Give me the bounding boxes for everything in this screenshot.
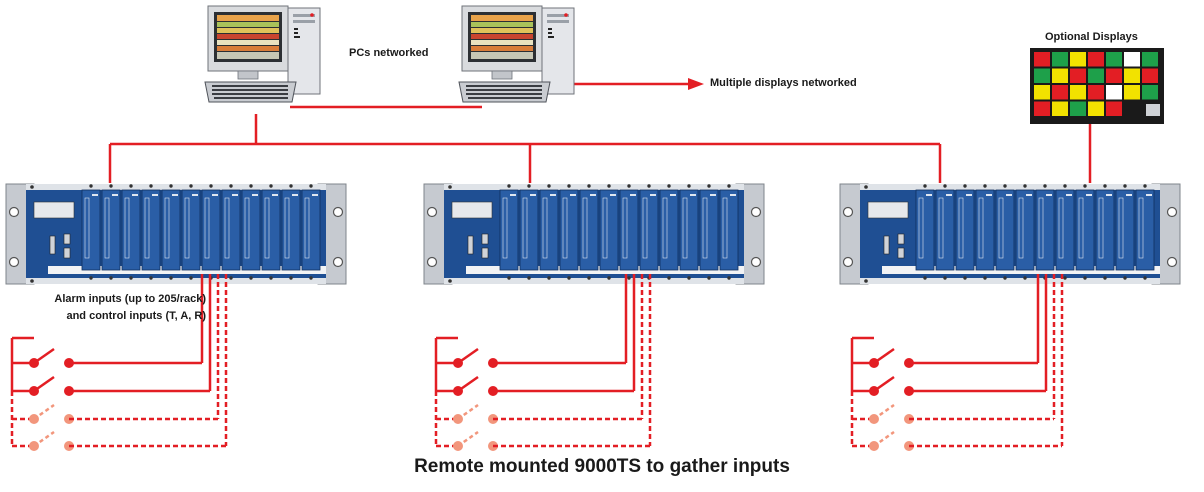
input-switch <box>867 347 916 370</box>
display-cell <box>1052 85 1068 100</box>
display-cell <box>1052 52 1068 67</box>
input-wiring <box>10 274 1064 453</box>
alarm-inputs-line1: Alarm inputs (up to 205/rack) <box>54 293 206 305</box>
display-cell <box>1070 52 1086 67</box>
io-card <box>935 184 955 280</box>
display-cell <box>1088 101 1104 116</box>
optional-input-switch <box>867 430 916 453</box>
display-cell <box>1088 52 1104 67</box>
workstation-pc-2 <box>458 5 575 103</box>
io-card <box>121 184 141 280</box>
display-cell <box>1142 85 1158 100</box>
io-card <box>1075 184 1095 280</box>
optional-input-switch <box>867 403 916 426</box>
input-switch <box>27 347 76 370</box>
io-card <box>975 184 995 280</box>
pcs-networked-label: PCs networked <box>349 47 429 59</box>
input-switch <box>451 375 500 398</box>
display-cell <box>1124 85 1140 100</box>
io-card <box>221 184 241 280</box>
io-card <box>519 184 539 280</box>
io-card <box>679 184 699 280</box>
io-card <box>955 184 975 280</box>
display-cell <box>1142 52 1158 67</box>
display-cell <box>1070 68 1086 83</box>
io-card <box>1135 184 1155 280</box>
multiple-displays-label: Multiple displays networked <box>710 77 857 89</box>
io-card <box>241 184 261 280</box>
display-cell <box>1034 101 1050 116</box>
io-card <box>181 184 201 280</box>
network-arrow-icon <box>688 78 704 90</box>
io-card <box>261 184 281 280</box>
io-card <box>699 184 719 280</box>
io-card <box>995 184 1015 280</box>
display-cell <box>1052 101 1068 116</box>
optional-input-switch <box>451 403 500 426</box>
io-card <box>599 184 619 280</box>
input-switch <box>27 375 76 398</box>
io-card <box>301 184 321 280</box>
io-card <box>1035 184 1055 280</box>
io-card <box>719 184 739 280</box>
io-card <box>659 184 679 280</box>
display-cell <box>1124 101 1140 116</box>
display-cell <box>1106 52 1122 67</box>
io-card <box>499 184 519 280</box>
optional-input-switch <box>451 430 500 453</box>
optional-displays-label: Optional Displays <box>1045 31 1138 43</box>
io-card <box>201 184 221 280</box>
io-card <box>101 184 121 280</box>
display-grid <box>1034 52 1160 116</box>
io-card <box>559 184 579 280</box>
io-card <box>1095 184 1115 280</box>
workstation-pc-1 <box>204 5 321 103</box>
network-lines <box>108 82 1092 183</box>
input-switch <box>867 375 916 398</box>
display-cell <box>1088 85 1104 100</box>
display-cell <box>1106 68 1122 83</box>
io-card <box>619 184 639 280</box>
display-cell <box>1034 85 1050 100</box>
display-cell <box>1142 68 1158 83</box>
io-card <box>1015 184 1035 280</box>
display-cell <box>1070 85 1086 100</box>
io-card <box>539 184 559 280</box>
optional-display <box>1030 48 1164 124</box>
io-card <box>579 184 599 280</box>
io-card <box>1115 184 1135 280</box>
io-card <box>639 184 659 280</box>
display-cell <box>1124 68 1140 83</box>
io-card <box>141 184 161 280</box>
display-cell <box>1124 52 1140 67</box>
io-card <box>915 184 935 280</box>
display-cell <box>1070 101 1086 116</box>
input-switch <box>451 347 500 370</box>
alarm-inputs-line2: and control inputs (T, A, R) <box>66 310 206 322</box>
display-cell <box>1088 68 1104 83</box>
display-cell <box>1106 101 1122 116</box>
io-card <box>161 184 181 280</box>
io-card <box>81 184 101 280</box>
io-card <box>1055 184 1075 280</box>
alarm-inputs-label: Alarm inputs (up to 205/rack) and contro… <box>18 291 206 325</box>
optional-input-switch <box>27 403 76 426</box>
display-cell <box>1034 52 1050 67</box>
display-cell <box>1034 68 1050 83</box>
display-cell <box>1052 68 1068 83</box>
diagram-caption: Remote mounted 9000TS to gather inputs <box>414 456 790 477</box>
io-card <box>281 184 301 280</box>
display-cell <box>1106 85 1122 100</box>
optional-input-switch <box>27 430 76 453</box>
